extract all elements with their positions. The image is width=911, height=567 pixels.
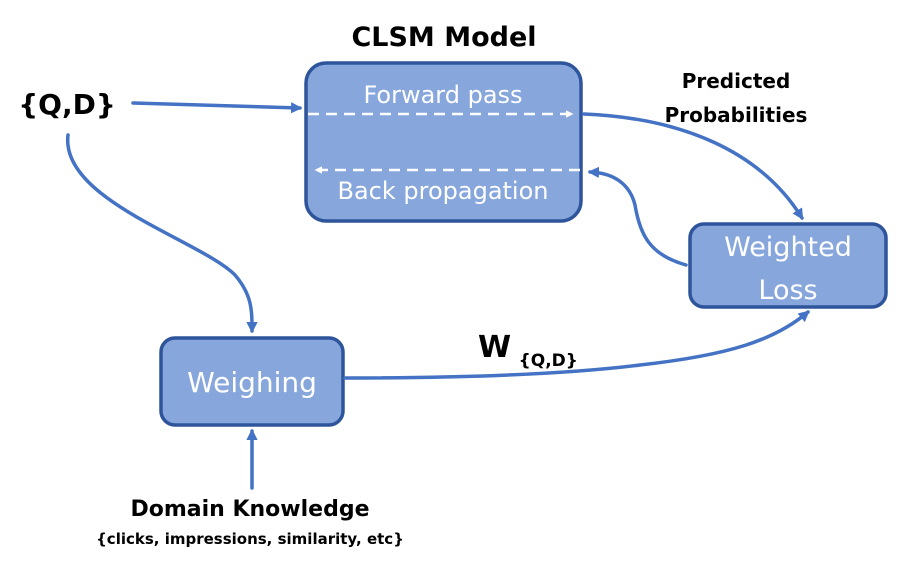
domain-knowledge-subtitle: {clicks, impressions, similarity, etc} [96,530,404,548]
domain-knowledge-title: Domain Knowledge [130,497,369,522]
weighted-loss-line2: Loss [758,275,817,306]
model-to-loss-arrow [582,112,804,220]
loss-to-model-arrow [587,166,688,267]
clsm-model-box [304,61,583,223]
diagram-title: CLSM Model [351,22,536,53]
input-to-weighing-arrow [66,133,258,334]
output-label-line2: Probabilities [665,103,808,127]
weight-subscript: {Q,D} [519,351,578,371]
weight-label: W {Q,D} [478,330,578,371]
weighted-loss-line1: Weighted [724,232,852,263]
forward-pass-label: Forward pass [363,81,522,109]
weight-symbol: W [478,330,511,365]
back-propagation-label: Back propagation [337,177,548,205]
weighted-loss-box [688,222,888,309]
input-label: {Q,D} [18,88,116,121]
weighing-box [159,336,345,427]
weighing-to-loss-arrow [343,310,810,380]
weighing-label: Weighing [187,366,317,399]
output-label-line1: Predicted [682,69,791,93]
input-to-model-arrow [131,101,303,114]
